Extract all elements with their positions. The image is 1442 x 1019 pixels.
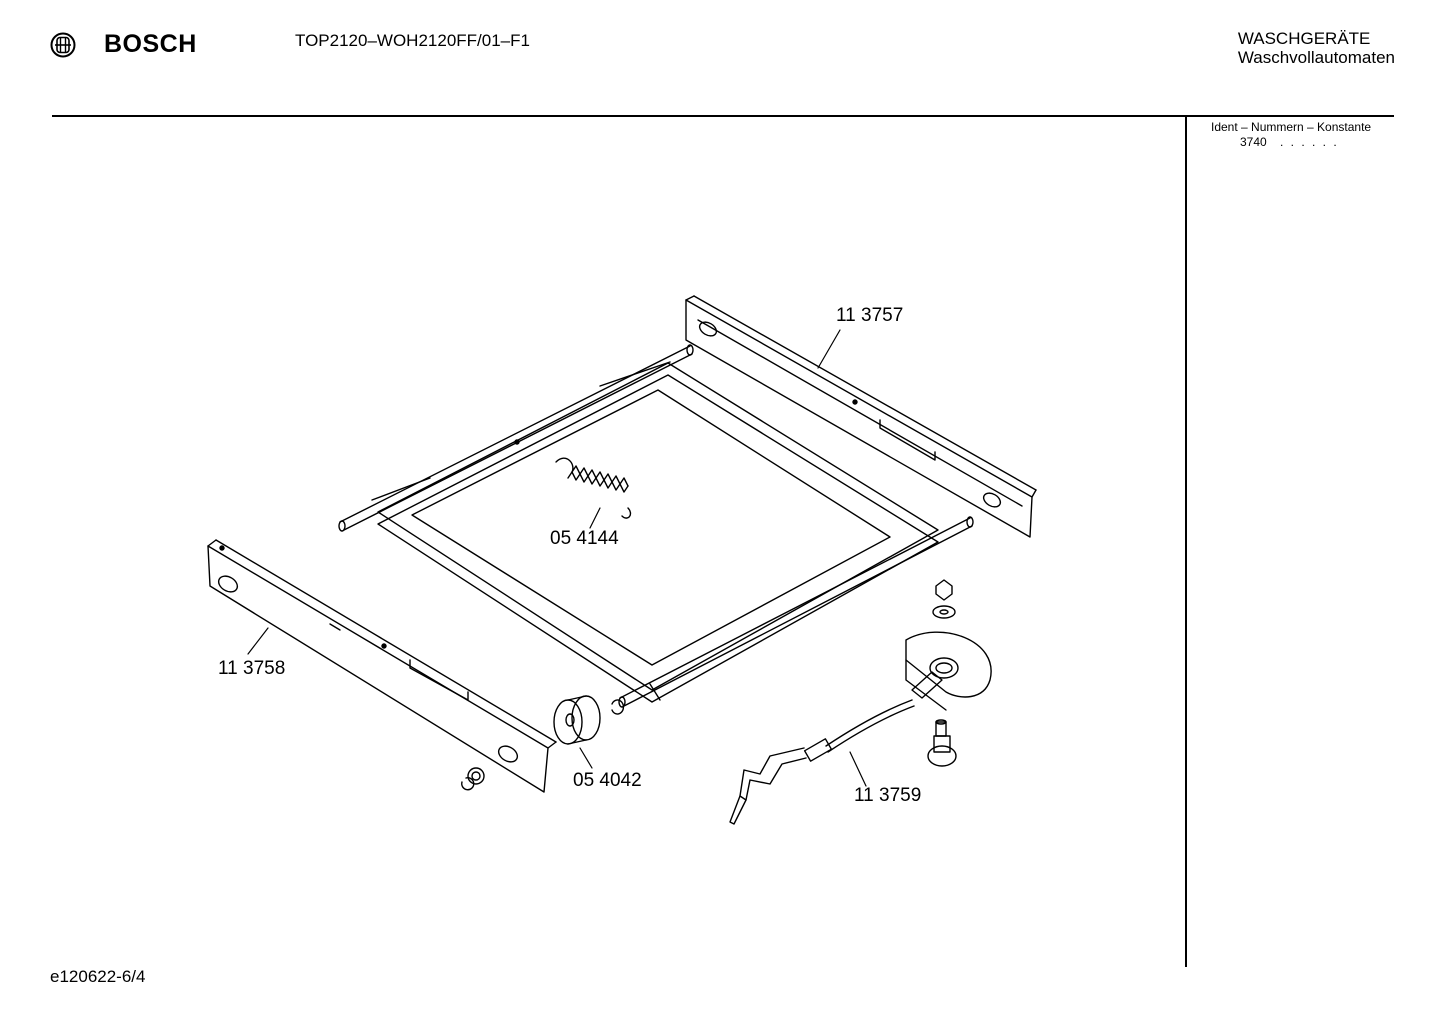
roller-part xyxy=(553,695,601,745)
back-rail-part xyxy=(685,295,1037,538)
part-label-front-rail: 11 3758 xyxy=(218,658,286,679)
hinge-cable-part xyxy=(729,579,992,825)
ident-title: Ident – Nummern – Konstante xyxy=(1211,120,1372,134)
front-rail-part xyxy=(207,539,557,793)
bosch-logo-icon xyxy=(50,32,76,58)
sidebar-divider xyxy=(1185,117,1187,967)
clip-washer-part xyxy=(461,699,625,791)
part-label-hinge-cable: 11 3759 xyxy=(854,785,922,806)
category-title: WASCHGERÄTE Waschvollautomaten xyxy=(1238,29,1395,67)
ident-value: 3740 xyxy=(1240,135,1267,149)
part-label-back-rail: 11 3757 xyxy=(836,305,904,326)
footer-drawing-code: e120622-6/4 xyxy=(50,967,146,986)
exploded-view-drawing xyxy=(207,295,1037,825)
header-divider xyxy=(52,115,1394,117)
spring-part xyxy=(555,457,632,519)
category-line-2: Waschvollautomaten xyxy=(1237,48,1395,67)
part-label-roller: 05 4042 xyxy=(573,770,642,791)
brand-name: BOSCH xyxy=(104,30,197,58)
ident-dots: . . . . . . xyxy=(1280,135,1339,149)
category-line-1: WASCHGERÄTE xyxy=(1237,29,1371,48)
part-label-spring: 05 4144 xyxy=(550,528,619,549)
door-frame-part xyxy=(338,344,974,708)
leader-lines xyxy=(247,329,867,787)
model-code: TOP2120–WOH2120FF/01–F1 xyxy=(295,31,530,50)
